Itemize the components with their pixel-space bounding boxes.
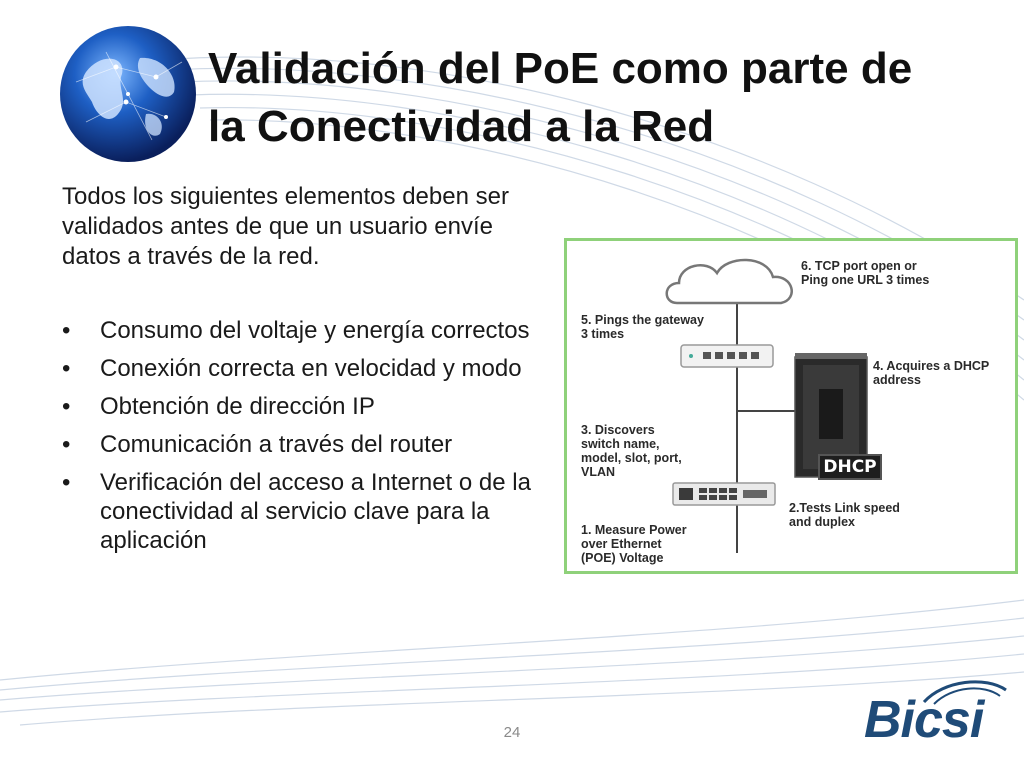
dhcp-label: DHCP	[818, 454, 882, 480]
poe-validation-diagram: 6. TCP port open or Ping one URL 3 times…	[564, 238, 1018, 574]
bullet-text: Consumo del voltaje y energía correctos	[100, 317, 530, 344]
logo-arc-icon	[922, 680, 1007, 705]
bullet-marker: •	[62, 355, 71, 382]
bullet-text: Obtención de dirección IP	[100, 393, 375, 420]
router-icon	[680, 344, 774, 368]
page-number: 24	[503, 724, 521, 741]
title-line-1: Validación del PoE como parte de	[208, 44, 913, 93]
slide-title: Validación del PoE como parte de la Cone…	[208, 40, 988, 156]
step-5-label: 5. Pings the gateway 3 times	[581, 313, 704, 341]
bullet-item: • Comunicación a través del router	[62, 430, 552, 459]
bullet-list: • Consumo del voltaje y energía correctos…	[62, 316, 552, 564]
bullet-marker: •	[62, 393, 71, 420]
bullet-text: Verificación del acceso a Internet o de …	[100, 469, 531, 554]
bullet-item: • Conexión correcta en velocidad y modo	[62, 354, 552, 383]
cloud-icon	[665, 258, 793, 305]
switch-icon	[672, 482, 776, 506]
bicsi-logo: Bicsi	[864, 691, 984, 749]
step-4-label: 4. Acquires a DHCP address	[873, 359, 990, 387]
bullet-text: Conexión correcta en velocidad y modo	[100, 355, 522, 382]
step-1-label: 1. Measure Power over Ethernet (POE) Vol…	[581, 523, 687, 565]
globe-icon	[60, 26, 196, 162]
step-3-label: 3. Discovers switch name, model, slot, p…	[581, 423, 682, 479]
title-line-2: la Conectividad a la Red	[208, 102, 715, 151]
step-2-label: 2.Tests Link speed and duplex	[789, 501, 900, 529]
bullet-marker: •	[62, 317, 71, 344]
bullet-text: Comunicación a través del router	[100, 431, 453, 458]
bullet-item: • Verificación del acceso a Internet o de…	[62, 468, 552, 555]
bullet-marker: •	[62, 431, 71, 458]
step-6-label: 6. TCP port open or Ping one URL 3 times	[801, 259, 930, 287]
bullet-marker: •	[62, 469, 71, 496]
bullet-item: • Consumo del voltaje y energía correctos	[62, 316, 552, 345]
intro-text: Todos los siguientes elementos deben ser…	[62, 183, 509, 270]
bullet-item: • Obtención de dirección IP	[62, 392, 552, 421]
